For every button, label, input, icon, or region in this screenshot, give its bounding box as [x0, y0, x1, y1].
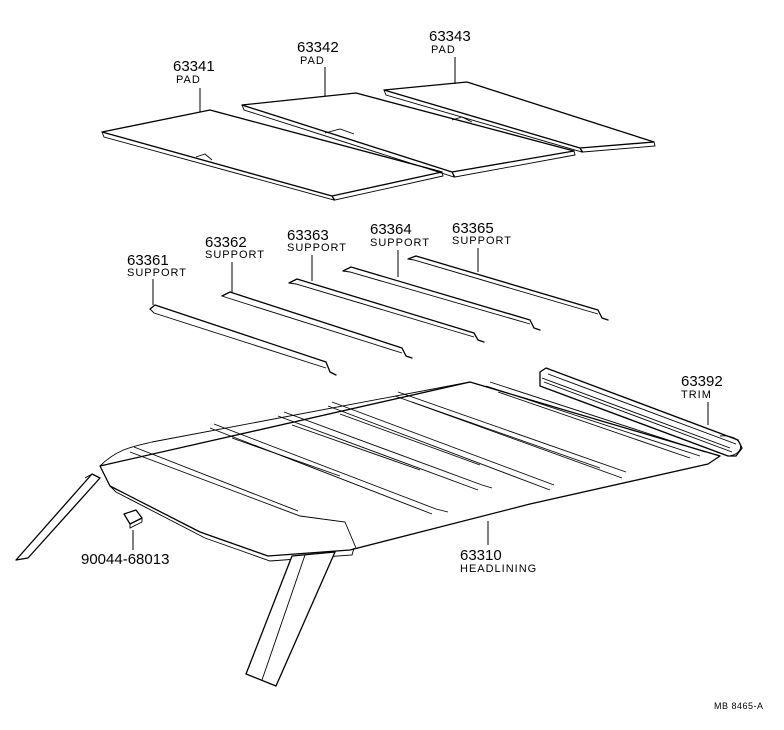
trim-63392-number: 63392	[681, 373, 723, 390]
pad-63341-name: PAD	[176, 74, 201, 86]
support-63364-drawing	[342, 266, 541, 331]
pad-63342-number: 63342	[297, 39, 339, 56]
leader-lines	[132, 57, 709, 550]
pad-63342-drawing	[241, 92, 576, 178]
pad-63343-number: 63343	[429, 28, 471, 45]
support-63362-number: 63362	[205, 234, 247, 251]
support-63362-drawing	[221, 291, 413, 359]
support-63361-number: 63361	[127, 252, 169, 269]
support-63362-name: SUPPORT	[205, 249, 265, 261]
support-63365-number: 63365	[452, 220, 494, 237]
headlining-63310-drawing	[15, 381, 721, 687]
pad-63341-number: 63341	[173, 58, 215, 75]
pad-63342-name: PAD	[300, 55, 325, 67]
trim-63392-drawing	[539, 367, 743, 457]
support-63365-drawing	[407, 255, 609, 321]
pad-63343-name: PAD	[431, 44, 456, 56]
pad-63341-drawing	[101, 109, 444, 201]
headlining-63310-name: HEADLINING	[460, 563, 538, 575]
pad-63343-drawing	[383, 81, 656, 153]
trim-63392-name: TRIM	[681, 389, 712, 401]
support-63361-name: SUPPORT	[127, 267, 187, 279]
diagram-code: MB 8465-A	[714, 701, 764, 711]
support-63361-drawing	[149, 304, 337, 376]
clip-90044-drawing	[123, 509, 143, 529]
support-63363-name: SUPPORT	[287, 242, 347, 254]
support-63364-name: SUPPORT	[370, 237, 430, 249]
support-63364-number: 63364	[370, 221, 412, 238]
support-63363-drawing	[288, 278, 485, 343]
support-63365-name: SUPPORT	[452, 235, 512, 247]
support-63363-number: 63363	[287, 227, 329, 244]
headlining-63310-number: 63310	[460, 547, 502, 564]
clip-90044-number: 90044-68013	[81, 551, 170, 568]
